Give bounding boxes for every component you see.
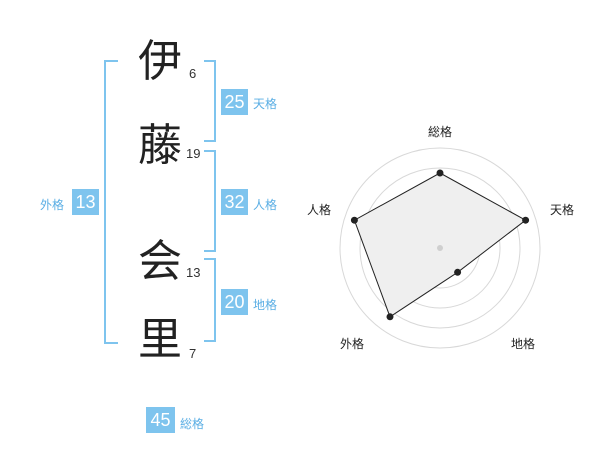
radar-center-dot: [437, 245, 443, 251]
stroke-count-4: 7: [189, 346, 197, 361]
radar-ring: [359, 167, 521, 329]
radar-ring: [339, 147, 541, 349]
radar-label-tenkaku: 天格: [550, 203, 575, 217]
radar-area: [353, 172, 527, 318]
soukaku-value-badge: 45: [146, 407, 175, 433]
tenkaku-label: 天格: [253, 97, 278, 111]
radar-label-chikaku: 地格: [511, 337, 536, 351]
radar-point-4: [386, 313, 394, 321]
radar-point-5: [350, 216, 358, 224]
radar-label-jinkaku: 人格: [307, 203, 332, 217]
gaikaku-value-badge: 13: [72, 189, 99, 215]
tenkaku-value-badge: 25: [221, 89, 248, 115]
chikaku-label: 地格: [253, 298, 278, 312]
radar-point-1: [436, 169, 444, 177]
name-char-1: 伊: [138, 36, 182, 87]
gaikaku-bracket: [104, 60, 118, 344]
radar-points: [350, 169, 530, 321]
gaikaku-label: 外格: [40, 198, 65, 212]
jinkaku-value-badge: 32: [221, 189, 248, 215]
soukaku-label: 総格: [180, 417, 205, 431]
jinkaku-label: 人格: [253, 198, 278, 212]
name-char-4: 里: [138, 314, 182, 365]
radar-point-3: [454, 268, 462, 276]
stroke-count-2: 19: [186, 146, 201, 161]
radar-label-gaikaku: 外格: [340, 337, 365, 351]
chikaku-value-badge: 20: [221, 289, 248, 315]
radar-point-2: [522, 216, 530, 224]
chikaku-bracket: [204, 258, 216, 342]
name-char-3: 会: [138, 236, 182, 287]
stroke-count-3: 13: [186, 265, 201, 280]
tenkaku-bracket: [204, 60, 216, 142]
stroke-count-1: 6: [189, 66, 197, 81]
name-char-2: 藤: [138, 120, 182, 171]
jinkaku-bracket: [204, 150, 216, 252]
radar-label-soukaku: 総格: [428, 125, 453, 139]
